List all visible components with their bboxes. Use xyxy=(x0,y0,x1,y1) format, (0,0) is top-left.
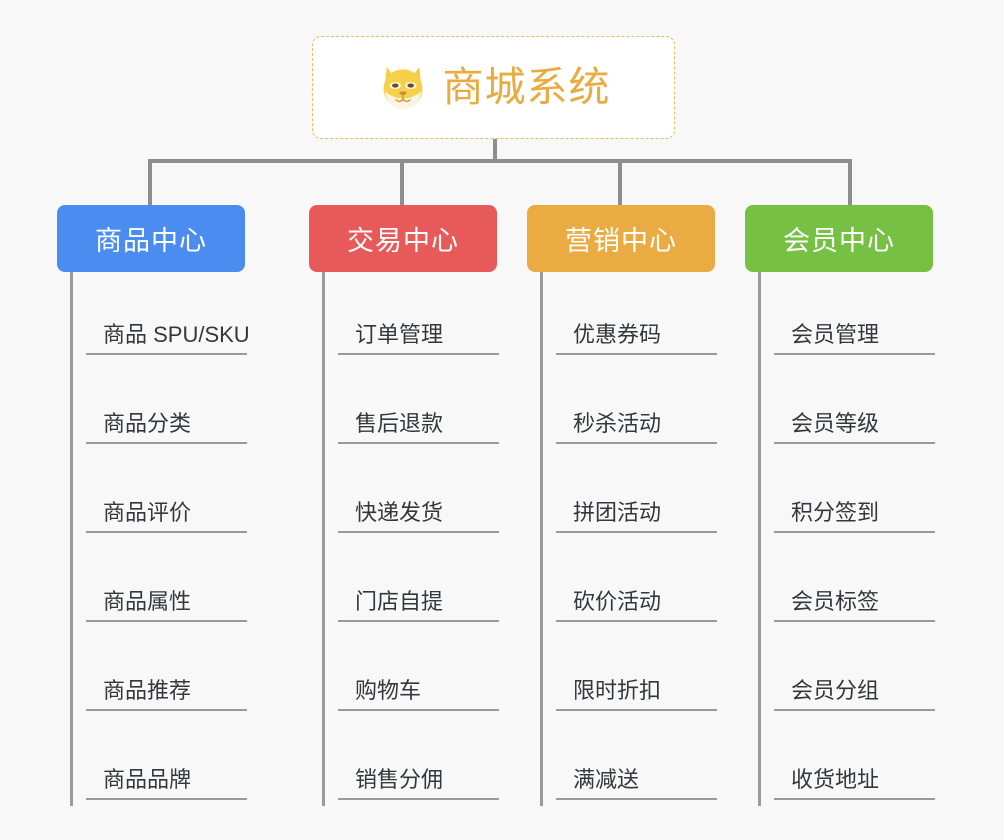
branch-header-1[interactable]: 商品中心 xyxy=(57,205,245,272)
branch-header-2[interactable]: 交易中心 xyxy=(309,205,497,272)
leaf-label: 销售分佣 xyxy=(338,767,499,800)
leaf-label: 商品属性 xyxy=(86,589,247,622)
leaf-item[interactable]: 商品品牌 xyxy=(73,717,247,806)
leaf-item[interactable]: 优惠券码 xyxy=(543,272,717,361)
leaf-item[interactable]: 秒杀活动 xyxy=(543,361,717,450)
leaf-label: 会员标签 xyxy=(774,589,935,622)
connector-branch-vertical-4 xyxy=(848,159,852,206)
leaf-item[interactable]: 会员标签 xyxy=(761,539,935,628)
leaf-item[interactable]: 订单管理 xyxy=(325,272,499,361)
leaf-label: 满减送 xyxy=(556,767,717,800)
leaf-item[interactable]: 会员管理 xyxy=(761,272,935,361)
leaf-label: 商品 SPU/SKU xyxy=(86,322,250,355)
branch-header-label-4: 会员中心 xyxy=(783,226,895,256)
leaf-label: 秒杀活动 xyxy=(556,411,717,444)
leaf-item[interactable]: 会员分组 xyxy=(761,628,935,717)
leaf-label: 会员管理 xyxy=(774,322,935,355)
leaf-item[interactable]: 会员等级 xyxy=(761,361,935,450)
leaf-label: 优惠券码 xyxy=(556,322,717,355)
branch-header-label-1: 商品中心 xyxy=(95,226,207,256)
leaf-label: 砍价活动 xyxy=(556,589,717,622)
branch-column-1: 商品中心 商品 SPU/SKU 商品分类 商品评价 商品属性 商品推荐 商品品牌 xyxy=(57,205,250,806)
leaf-label: 会员分组 xyxy=(774,678,935,711)
leaf-item[interactable]: 商品属性 xyxy=(73,539,247,628)
leaf-list-2: 订单管理 售后退款 快递发货 门店自提 购物车 销售分佣 xyxy=(322,272,499,806)
leaf-label: 商品推荐 xyxy=(86,678,247,711)
leaf-item[interactable]: 收货地址 xyxy=(761,717,935,806)
leaf-item[interactable]: 限时折扣 xyxy=(543,628,717,717)
leaf-label: 订单管理 xyxy=(338,322,499,355)
leaf-label: 商品品牌 xyxy=(86,767,247,800)
leaf-item[interactable]: 门店自提 xyxy=(325,539,499,628)
leaf-label: 门店自提 xyxy=(338,589,499,622)
leaf-label: 商品分类 xyxy=(86,411,247,444)
connector-branch-vertical-3 xyxy=(618,159,622,206)
leaf-item[interactable]: 满减送 xyxy=(543,717,717,806)
connector-horizontal-bus xyxy=(148,159,852,163)
leaf-label: 快递发货 xyxy=(338,500,499,533)
branch-header-4[interactable]: 会员中心 xyxy=(745,205,933,272)
leaf-item[interactable]: 商品分类 xyxy=(73,361,247,450)
leaf-item[interactable]: 砍价活动 xyxy=(543,539,717,628)
leaf-label: 会员等级 xyxy=(774,411,935,444)
connector-branch-vertical-2 xyxy=(400,159,404,206)
leaf-label: 商品评价 xyxy=(86,500,247,533)
leaf-label: 收货地址 xyxy=(774,767,935,800)
leaf-item[interactable]: 拼团活动 xyxy=(543,450,717,539)
leaf-item[interactable]: 购物车 xyxy=(325,628,499,717)
leaf-item[interactable]: 销售分佣 xyxy=(325,717,499,806)
leaf-label: 拼团活动 xyxy=(556,500,717,533)
leaf-item[interactable]: 商品 SPU/SKU xyxy=(73,272,250,361)
leaf-label: 积分签到 xyxy=(774,500,935,533)
leaf-item[interactable]: 积分签到 xyxy=(761,450,935,539)
leaf-item[interactable]: 商品推荐 xyxy=(73,628,247,717)
root-node[interactable]: 商城系统 xyxy=(312,36,675,139)
connector-root-vertical xyxy=(493,139,497,163)
leaf-label: 购物车 xyxy=(338,678,499,711)
branch-header-label-3: 营销中心 xyxy=(565,226,677,256)
leaf-label: 售后退款 xyxy=(338,411,499,444)
leaf-list-1: 商品 SPU/SKU 商品分类 商品评价 商品属性 商品推荐 商品品牌 xyxy=(70,272,250,806)
branch-column-4: 会员中心 会员管理 会员等级 积分签到 会员标签 会员分组 收货地址 xyxy=(745,205,935,806)
leaf-item[interactable]: 商品评价 xyxy=(73,450,247,539)
root-title: 商城系统 xyxy=(442,64,611,110)
connector-branch-vertical-1 xyxy=(148,159,152,206)
leaf-list-3: 优惠券码 秒杀活动 拼团活动 砍价活动 限时折扣 满减送 xyxy=(540,272,717,806)
branch-header-label-2: 交易中心 xyxy=(347,226,459,256)
leaf-label: 限时折扣 xyxy=(556,678,717,711)
shiba-dog-emoji xyxy=(383,66,422,109)
branch-column-2: 交易中心 订单管理 售后退款 快递发货 门店自提 购物车 销售分佣 xyxy=(309,205,499,806)
leaf-list-4: 会员管理 会员等级 积分签到 会员标签 会员分组 收货地址 xyxy=(758,272,935,806)
branch-header-3[interactable]: 营销中心 xyxy=(527,205,715,272)
leaf-item[interactable]: 快递发货 xyxy=(325,450,499,539)
leaf-item[interactable]: 售后退款 xyxy=(325,361,499,450)
branch-column-3: 营销中心 优惠券码 秒杀活动 拼团活动 砍价活动 限时折扣 满减送 xyxy=(527,205,717,806)
